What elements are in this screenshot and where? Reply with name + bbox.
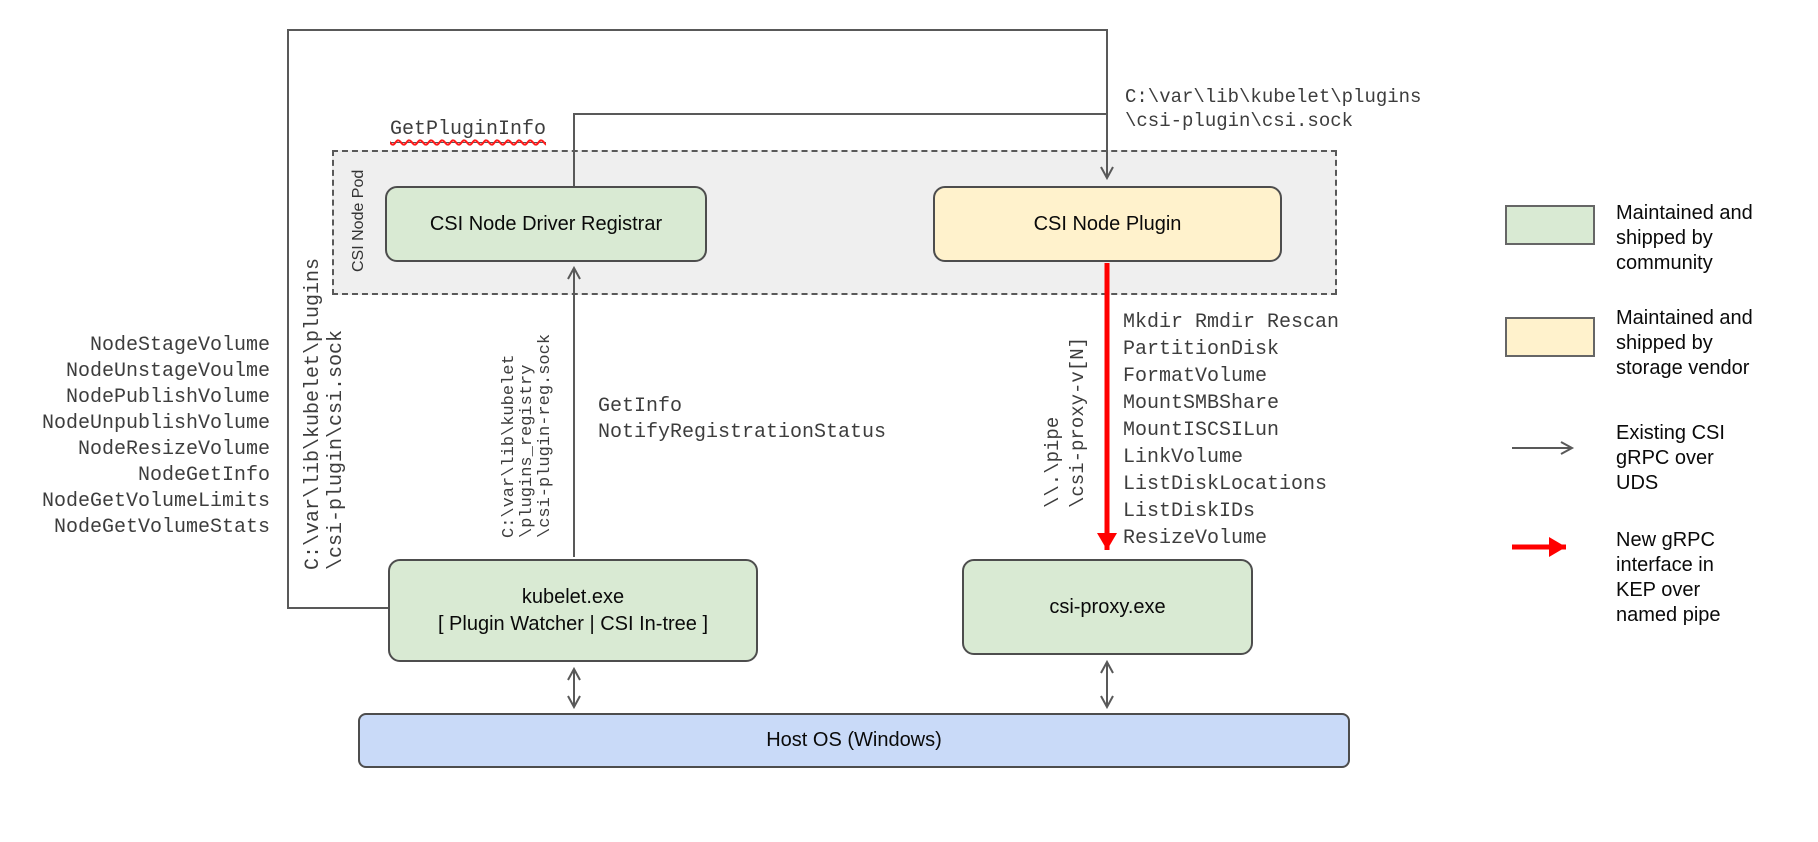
pipe-path-vertical-label: \\.\pipe \csi-proxy-v[N] (1042, 336, 1089, 508)
node-ops-list: NodeStageVolume NodeUnstageVoulme NodePu… (20, 333, 270, 541)
csi-node-plugin-box: CSI Node Plugin (933, 186, 1282, 262)
csi-proxy-box: csi-proxy.exe (962, 559, 1253, 655)
proxy-op-item: PartitionDisk (1123, 338, 1280, 361)
node-op-item: NodeResizeVolume (77, 438, 270, 461)
proxy-ops-list: Mkdir Rmdir Rescan PartitionDisk FormatV… (1123, 309, 1339, 552)
proxy-op-item: MountISCSILun (1123, 419, 1280, 442)
node-op-item: NodeGetInfo (137, 464, 270, 487)
node-op-item: NodeGetVolumeLimits (41, 490, 270, 513)
csi-node-driver-registrar-box: CSI Node Driver Registrar (385, 186, 707, 262)
csi-node-driver-registrar-label: CSI Node Driver Registrar (429, 212, 663, 235)
host-os-box: Host OS (Windows) (358, 713, 1350, 768)
node-op-item: NodeUnstageVoulme (65, 360, 270, 383)
proxy-op-item: ListDiskLocations (1123, 473, 1328, 496)
node-op-item: NodeStageVolume (89, 334, 270, 357)
proxy-op-item: LinkVolume (1123, 446, 1244, 469)
csi-sock-path-vertical-label: C:\var\lib\kubelet\plugins \csi-plugin\c… (302, 257, 348, 570)
registry-sock-path-vertical-label: C:\var\lib\kubelet \plugins_registry \cs… (500, 333, 555, 538)
kubelet-box: kubelet.exe [ Plugin Watcher | CSI In-tr… (388, 559, 758, 662)
legend-new-grpc-text: New gRPC interface in KEP over named pip… (1616, 529, 1721, 626)
proxy-op-item: FormatVolume (1123, 365, 1268, 388)
node-op-item: NodeUnpublishVolume (41, 412, 270, 435)
host-os-label: Host OS (Windows) (766, 729, 942, 751)
proxy-op-item: ListDiskIDs (1123, 500, 1256, 523)
node-op-item: NodePublishVolume (65, 386, 270, 409)
registration-calls-label: GetInfo NotifyRegistrationStatus (598, 395, 887, 444)
csi-node-pod-label: CSI Node Pod (350, 169, 367, 272)
legend-vendor-text: Maintained and shipped by storage vendor (1616, 307, 1753, 379)
get-plugin-info-label: GetPluginInfo (390, 118, 547, 143)
community-swatch (1505, 205, 1595, 245)
legend-existing-grpc-text: Existing CSI gRPC over UDS (1616, 422, 1725, 494)
get-plugin-info-text: GetPluginInfo (390, 118, 547, 143)
kubelet-to-csi-node-plugin-connector (287, 29, 1114, 609)
csi-node-plugin-label: CSI Node Plugin (1033, 212, 1182, 235)
proxy-op-item: Mkdir Rmdir Rescan (1123, 311, 1340, 334)
proxy-op-item: MountSMBShare (1123, 392, 1280, 415)
kubelet-label-line1: kubelet.exe (521, 585, 625, 608)
proxy-op-item: ResizeVolume (1123, 527, 1268, 550)
csi-proxy-label: csi-proxy.exe (1049, 595, 1166, 618)
kubelet-label-line2: [ Plugin Watcher | CSI In-tree ] (437, 612, 709, 635)
csi-sock-path-top-label: C:\var\lib\kubelet\plugins \csi-plugin\c… (1125, 86, 1422, 132)
vendor-swatch (1505, 317, 1595, 357)
legend-community-text: Maintained and shipped by community (1616, 202, 1753, 274)
node-op-item: NodeGetVolumeStats (53, 516, 270, 539)
registrar-getplugininfo-connector (573, 113, 1107, 186)
